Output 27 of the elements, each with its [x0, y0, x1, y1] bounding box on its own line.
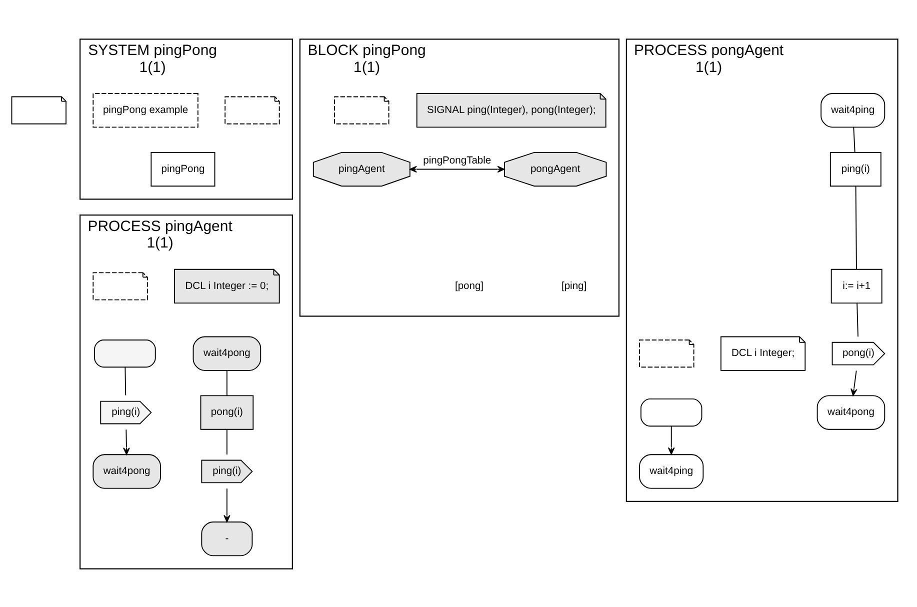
- node-box: wait4pong: [92, 454, 161, 488]
- connector: [855, 185, 857, 270]
- node-box: i:= i+1: [830, 268, 882, 304]
- node-box: pingPong example: [92, 92, 198, 128]
- arrow: [224, 488, 230, 522]
- node-box: -: [201, 521, 253, 556]
- connector: [226, 428, 228, 454]
- connector: [853, 126, 856, 152]
- node-box: ping(i): [830, 151, 882, 186]
- edge-label: pingPongTable: [423, 154, 492, 166]
- node-box: wait4pong: [192, 336, 262, 370]
- node-oval: [94, 339, 156, 368]
- label: [ping]: [561, 280, 587, 292]
- node-box: pingPong: [150, 151, 216, 186]
- node-box: wait4ping: [820, 92, 886, 128]
- label: [pong]: [454, 280, 484, 292]
- connector: [124, 366, 126, 396]
- node-box: wait4pong: [816, 394, 886, 430]
- arrow: [668, 425, 675, 454]
- arrow: [850, 370, 858, 396]
- node-box: wait4ping: [639, 454, 704, 488]
- arrow: [410, 165, 505, 172]
- connector: [856, 302, 858, 337]
- node-box: pong(i): [200, 394, 254, 430]
- node-oval: [640, 398, 702, 426]
- connector: [226, 370, 228, 396]
- arrow: [123, 428, 130, 454]
